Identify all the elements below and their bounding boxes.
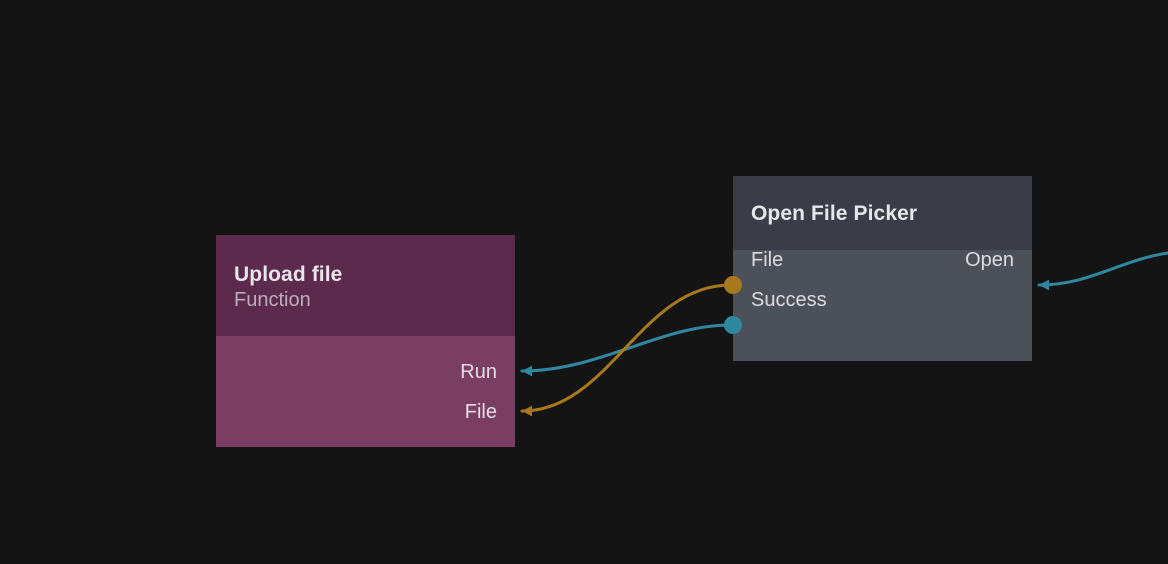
- edge-external-to-open: [1037, 251, 1168, 291]
- port-open-file-picker-in-success[interactable]: Success: [751, 286, 827, 314]
- port-open-file-picker-out-open[interactable]: Open: [965, 246, 1014, 274]
- port-label-file: File: [464, 401, 497, 423]
- edge-file-to-file: [520, 283, 733, 417]
- node-open-file-picker-body: File Success Open: [733, 249, 1032, 361]
- node-open-file-picker-title: Open File Picker: [751, 201, 918, 225]
- edge-success-to-run: [520, 323, 733, 377]
- node-upload-file-subtitle: Function: [234, 288, 311, 311]
- node-open-file-picker-header[interactable]: Open File Picker: [733, 176, 1032, 250]
- node-upload-file[interactable]: Upload file Function Run File: [216, 235, 515, 447]
- node-open-file-picker[interactable]: Open File Picker File Success Open: [733, 176, 1032, 361]
- port-upload-file-out-run[interactable]: Run: [460, 358, 497, 386]
- node-upload-file-header[interactable]: Upload file Function: [216, 235, 515, 336]
- node-upload-file-body: Run File: [216, 336, 515, 447]
- port-dot-success-in[interactable]: [724, 316, 742, 334]
- port-label-success: Success: [751, 289, 827, 311]
- port-label-run: Run: [460, 361, 497, 383]
- port-upload-file-out-file[interactable]: File: [465, 398, 497, 426]
- port-label-open: Open: [965, 249, 1014, 271]
- port-label-file-in: File: [751, 249, 784, 271]
- node-upload-file-title: Upload file: [234, 262, 343, 286]
- port-dot-file-in[interactable]: [724, 276, 742, 294]
- port-open-file-picker-in-file[interactable]: File: [751, 246, 783, 274]
